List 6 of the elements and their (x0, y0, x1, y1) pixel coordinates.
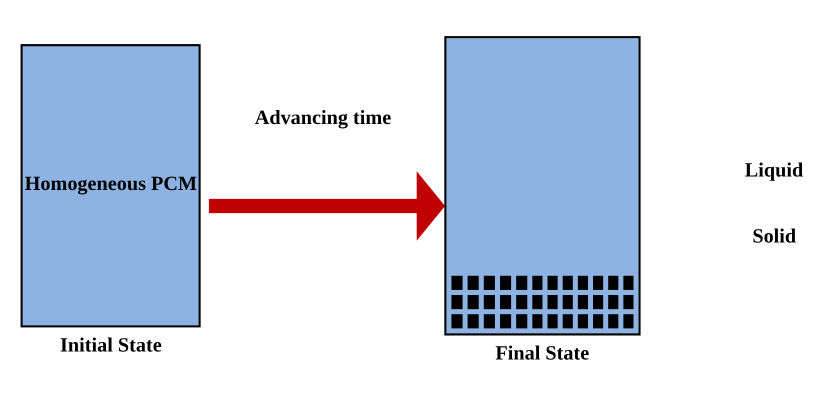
node-label: Final State (495, 342, 590, 365)
edge-label: Advancing time (254, 107, 392, 130)
node-label: Initial State (60, 334, 162, 357)
label: Liquid (744, 160, 804, 182)
arrow (208, 171, 446, 241)
label: Solid (752, 225, 796, 248)
